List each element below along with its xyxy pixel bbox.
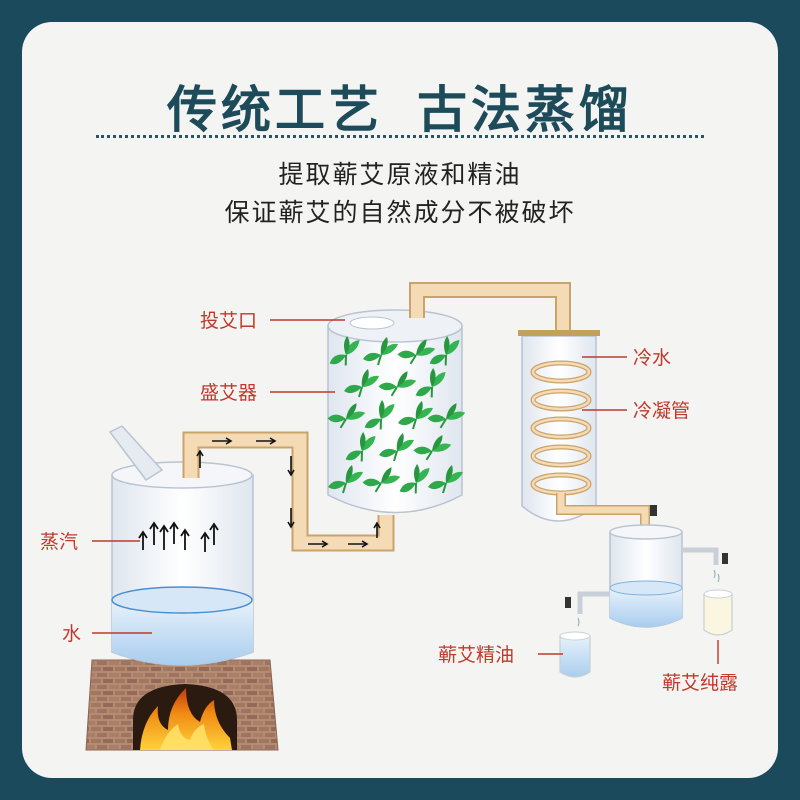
oil-tap-pipe bbox=[577, 591, 610, 614]
valve-icon bbox=[650, 505, 657, 516]
label-condenser: 冷凝管 bbox=[633, 400, 690, 422]
arrow-up-icon bbox=[159, 524, 169, 550]
inlet-opening bbox=[349, 316, 395, 330]
essential-oil-bottle bbox=[559, 635, 591, 678]
label-hydrosol: 蕲艾纯露 bbox=[662, 672, 738, 694]
page-title: 传统工艺古法蒸馏 bbox=[22, 70, 778, 142]
leaf-container bbox=[327, 325, 463, 514]
boiler-water bbox=[112, 600, 253, 665]
arrow-down-icon bbox=[287, 508, 295, 529]
condenser-cap bbox=[518, 330, 600, 336]
arrow-up-icon bbox=[200, 531, 210, 552]
arrow-down-icon bbox=[287, 456, 295, 477]
subtitle-line-1: 提取蕲艾原液和精油 bbox=[278, 160, 522, 189]
hydrosol-tap-pipe bbox=[682, 547, 719, 565]
label-container: 盛艾器 bbox=[200, 382, 257, 404]
title-right: 古法蒸馏 bbox=[417, 80, 633, 139]
hydrosol-bottle bbox=[703, 593, 733, 636]
arrow-up-icon bbox=[149, 521, 159, 545]
fire-icon bbox=[140, 688, 232, 750]
arrow-right-icon bbox=[212, 437, 233, 445]
arrow-up-icon bbox=[196, 449, 204, 468]
label-cold-water: 冷水 bbox=[633, 347, 671, 369]
steam-pipe bbox=[184, 433, 393, 550]
label-inlet: 投艾口 bbox=[200, 310, 257, 332]
arrow-right-icon bbox=[256, 437, 277, 445]
valve-icon bbox=[565, 597, 571, 608]
title-divider bbox=[96, 135, 704, 138]
arrow-right-icon bbox=[308, 540, 329, 548]
arrow-right-icon bbox=[348, 540, 369, 548]
arrow-up-icon bbox=[138, 530, 148, 550]
leader-lines bbox=[92, 319, 719, 664]
outlet-pipe bbox=[557, 493, 649, 528]
arrow-up-icon bbox=[169, 521, 179, 544]
valve-icon bbox=[722, 553, 728, 564]
arrow-up-icon bbox=[373, 521, 381, 538]
boiler-spout bbox=[108, 425, 164, 482]
vapor-pipe bbox=[411, 284, 569, 340]
steam-arrows bbox=[138, 521, 219, 552]
pipe-arrows bbox=[196, 437, 381, 548]
arrow-up-icon bbox=[180, 528, 190, 550]
label-steam: 蒸汽 bbox=[40, 531, 78, 553]
diagram-card: 传统工艺古法蒸馏 提取蕲艾原液和精油 保证蕲艾的自然成分不被破坏 bbox=[22, 22, 778, 778]
label-essential-oil: 蕲艾精油 bbox=[438, 644, 514, 666]
arrow-up-icon bbox=[209, 522, 219, 545]
title-left: 传统工艺 bbox=[167, 80, 383, 139]
subtitle-line-2: 保证蕲艾的自然成分不被破坏 bbox=[224, 198, 576, 227]
distillation-diagram: 投艾口 盛艾器 蒸汽 水 冷水 冷凝管 蕲艾精油 蕲艾纯露 bbox=[40, 282, 738, 751]
label-water: 水 bbox=[62, 623, 81, 645]
